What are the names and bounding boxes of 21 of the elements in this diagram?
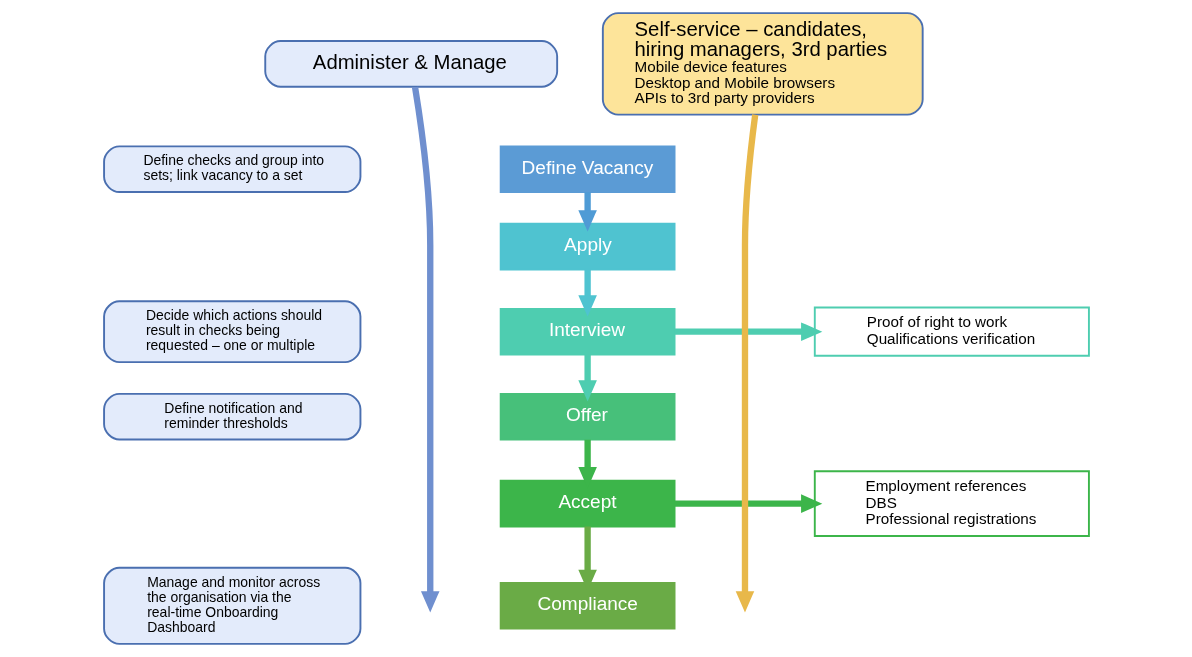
node-box: Compliance: [499, 582, 675, 630]
arrow: [674, 494, 822, 513]
arrow: [577, 354, 597, 402]
node-box: Define Vacancy: [499, 145, 675, 193]
arrow: [577, 192, 597, 232]
node-box: Administer & Manage: [263, 40, 558, 88]
node-box: Self-service – candidates, hiring managers, 3rd parties Mobile device features Desktop and Mobile browsers APIs to 3rd party providers: [601, 12, 924, 116]
arrow: [735, 114, 758, 613]
node-box: Apply: [499, 222, 675, 271]
arrow: [674, 322, 822, 341]
node-box: Accept: [499, 479, 675, 528]
node-box: Decide which actions should result in checks being requested – one or multiple: [102, 300, 361, 364]
node-box: Manage and monitor across the organisation via the real-time Onboarding Dashboard: [102, 566, 361, 645]
node-box: Proof of right to work Qualifications verification: [813, 306, 1090, 357]
node-box: Define checks and group into sets; link vacancy to a set: [102, 145, 361, 193]
arrow: [411, 86, 440, 613]
node-box: Offer: [499, 392, 675, 441]
node-box: Define notification and reminder thresholds: [102, 392, 361, 441]
node-box: Interview: [499, 307, 675, 356]
arrow: [577, 269, 597, 317]
node-box: Employment references DBS Professional registrations: [813, 470, 1090, 537]
